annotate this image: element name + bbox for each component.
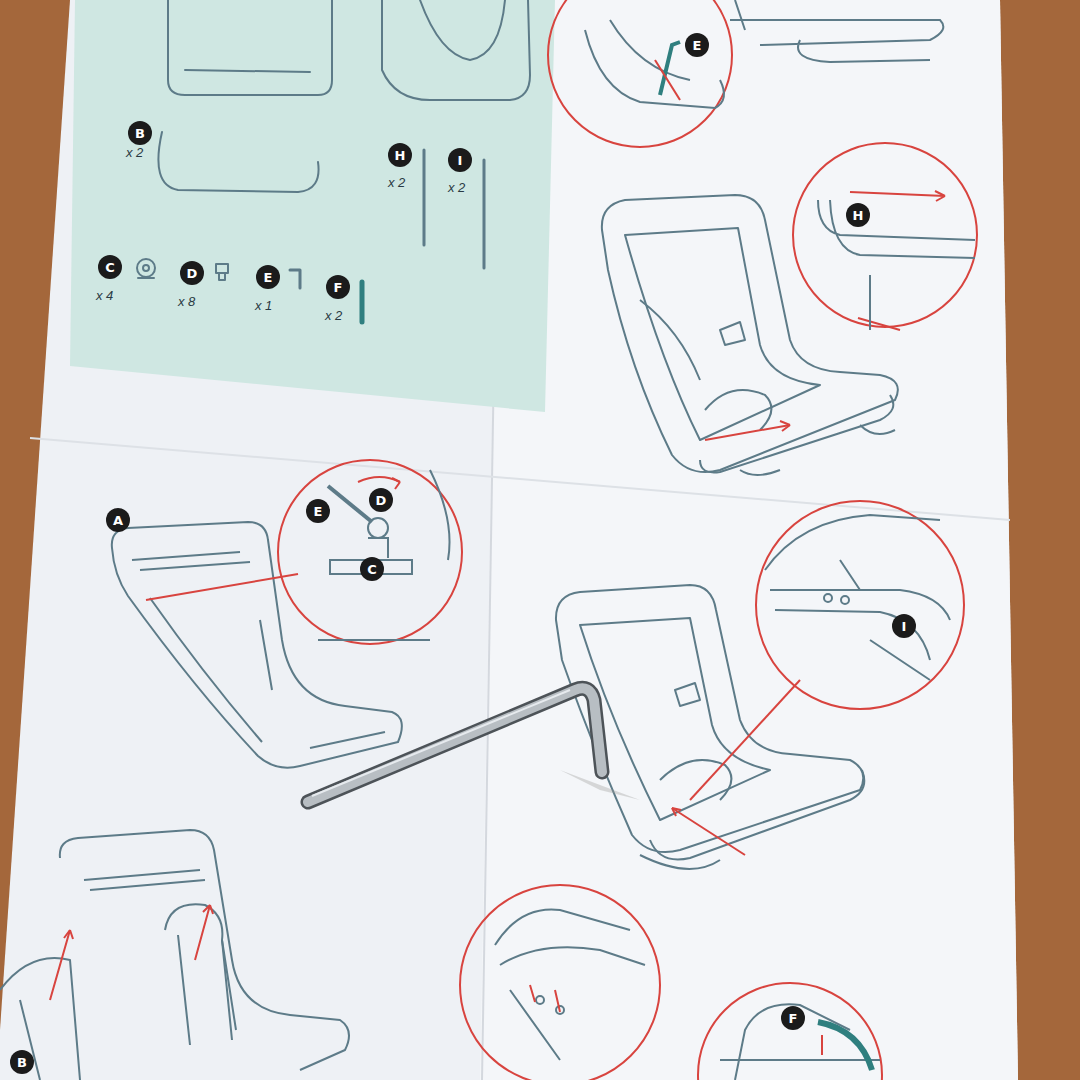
callout-letter: H [846,203,870,227]
callout-letter: I [892,614,916,638]
callout-text: A [113,514,123,527]
quantity-label: x 2 [126,145,143,160]
callout-text: F [789,1012,798,1025]
callout-letter: E [685,33,709,57]
callout-text: C [367,563,377,576]
callout-text: B [17,1056,27,1069]
callout-letter: F [781,1006,805,1030]
callout-letter: A [106,508,130,532]
callout-text: I [458,154,463,167]
quantity-label: x 2 [388,175,405,190]
callout-text: F [334,281,343,294]
callout-letter: F [326,275,350,299]
callout-text: H [395,149,406,162]
callout-letter: B [10,1050,34,1074]
callout-text: D [376,494,387,507]
callout-text: D [187,267,198,280]
callout-letter: H [388,143,412,167]
callout-text: E [264,271,273,284]
callout-letter: E [256,265,280,289]
quantity-label: x 2 [325,308,342,323]
callout-letter: D [180,261,204,285]
callout-text: C [105,261,115,274]
callout-letter: C [360,557,384,581]
quantity-label: x 1 [255,298,272,313]
quantity-label: x 8 [178,294,195,309]
quantity-label: x 2 [448,180,465,195]
quantity-label: x 4 [96,288,113,303]
callout-text: E [314,505,323,518]
callout-letter: E [306,499,330,523]
callout-letter: I [448,148,472,172]
callout-letter: B [128,121,152,145]
callout-text: B [135,127,145,140]
callout-letter: D [369,488,393,512]
callout-text: I [902,620,907,633]
callout-letter: C [98,255,122,279]
callout-text: H [853,209,864,222]
callout-text: E [693,39,702,52]
